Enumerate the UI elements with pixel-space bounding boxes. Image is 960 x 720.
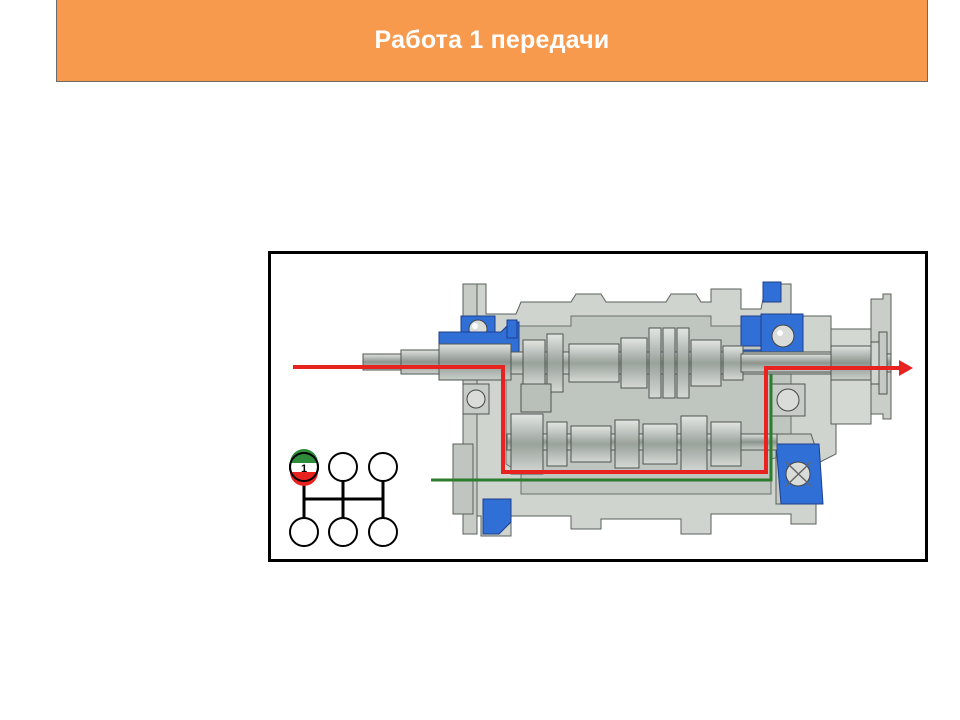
input-shaft (362, 343, 512, 381)
gear-position-5-icon (368, 452, 398, 482)
output-flange (870, 331, 888, 395)
gear-position-4-icon (328, 517, 358, 547)
power-flow-arrow-icon (899, 360, 913, 376)
gear-position-3-icon (328, 452, 358, 482)
gearbox-section-diagram: 1 (289, 281, 913, 547)
title-bar: Работа 1 передачи (56, 0, 928, 82)
gear-shift-pattern: 1 (289, 449, 398, 547)
slide-title: Работа 1 передачи (374, 26, 610, 54)
gear-position-reverse-icon (368, 517, 398, 547)
power-flow (293, 360, 913, 482)
power-flow-input-path (293, 365, 901, 474)
gearbox-diagram-frame: 1 (268, 251, 928, 562)
gear-position-1-icon: 1 (289, 449, 319, 486)
countershaft-gears (506, 383, 778, 475)
power-flow-output-path (431, 374, 773, 482)
engaged-gear-label: 1 (301, 463, 307, 475)
gear-position-2-icon (289, 517, 319, 547)
